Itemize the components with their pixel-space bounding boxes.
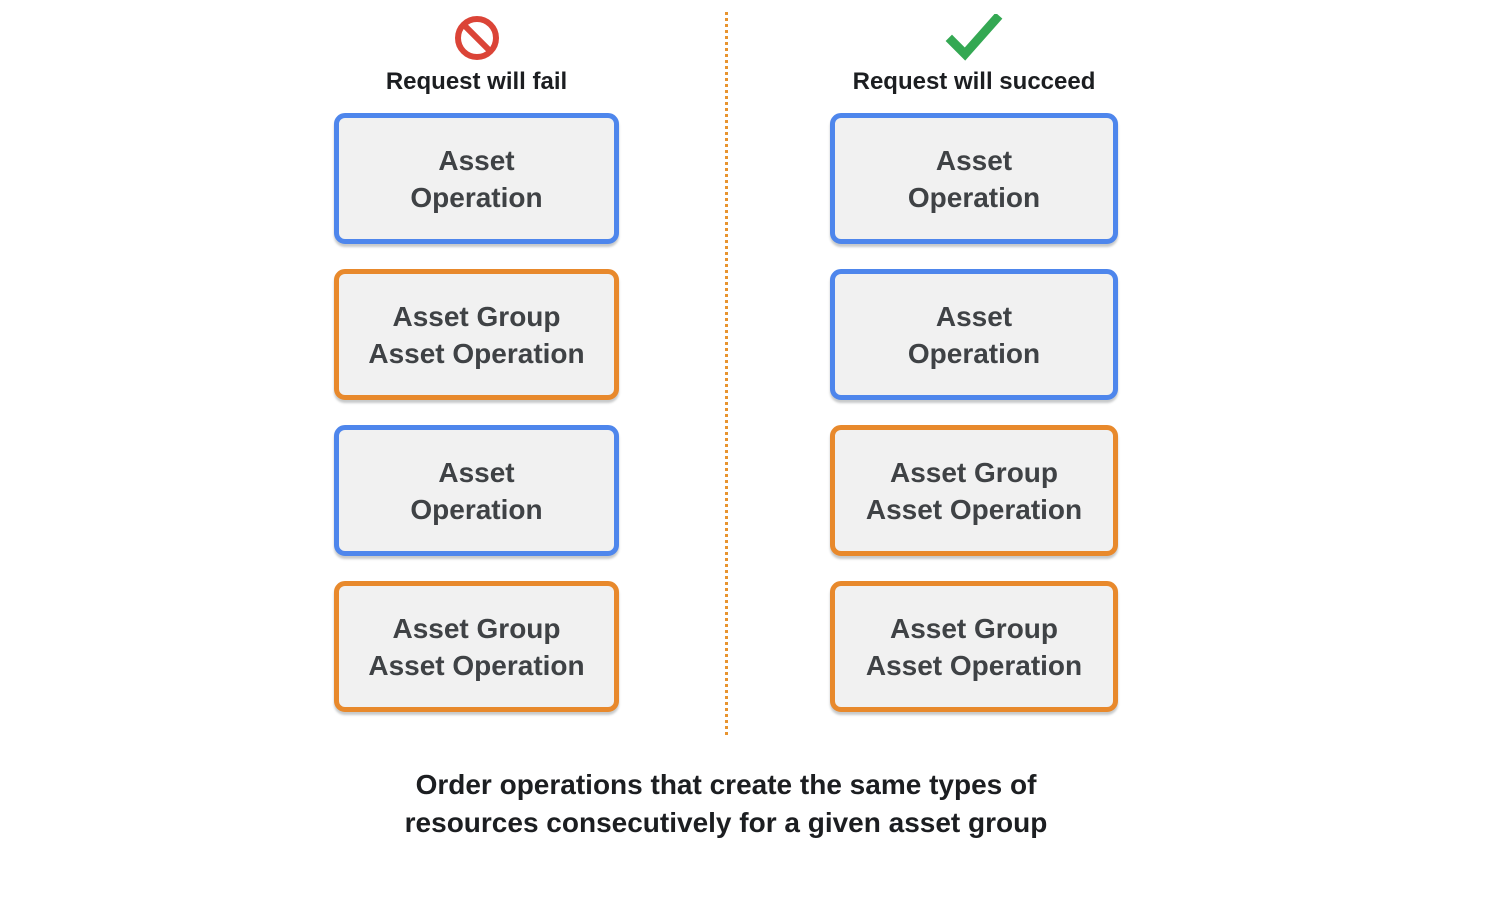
succeed-box-asset-group-asset-operation-2: Asset Group Asset Operation — [830, 581, 1118, 712]
succeed-box-asset-operation-2: Asset Operation — [830, 269, 1118, 400]
diagram-caption: Order operations that create the same ty… — [404, 769, 1048, 838]
succeed-column-title: Request will succeed — [852, 68, 1096, 95]
check-icon — [945, 12, 1003, 64]
column-divider — [725, 12, 728, 735]
fail-box-asset-operation-2: Asset Operation — [334, 425, 619, 556]
fail-column-title: Request will fail — [385, 68, 568, 95]
succeed-column-header: Request will succeed — [852, 12, 1096, 113]
fail-box-asset-group-asset-operation-1: Asset Group Asset Operation — [334, 269, 619, 400]
fail-box-asset-operation-1: Asset Operation — [334, 113, 619, 244]
fail-column-header: Request will fail — [386, 12, 567, 113]
succeed-column: Request will succeed Asset Operation Ass… — [830, 12, 1118, 737]
succeed-box-asset-group-asset-operation-1: Asset Group Asset Operation — [830, 425, 1118, 556]
fail-box-asset-group-asset-operation-2: Asset Group Asset Operation — [334, 581, 619, 712]
prohibition-icon — [453, 12, 501, 64]
fail-column: Request will fail Asset Operation Asset … — [334, 12, 619, 737]
succeed-box-asset-operation-1: Asset Operation — [830, 113, 1118, 244]
